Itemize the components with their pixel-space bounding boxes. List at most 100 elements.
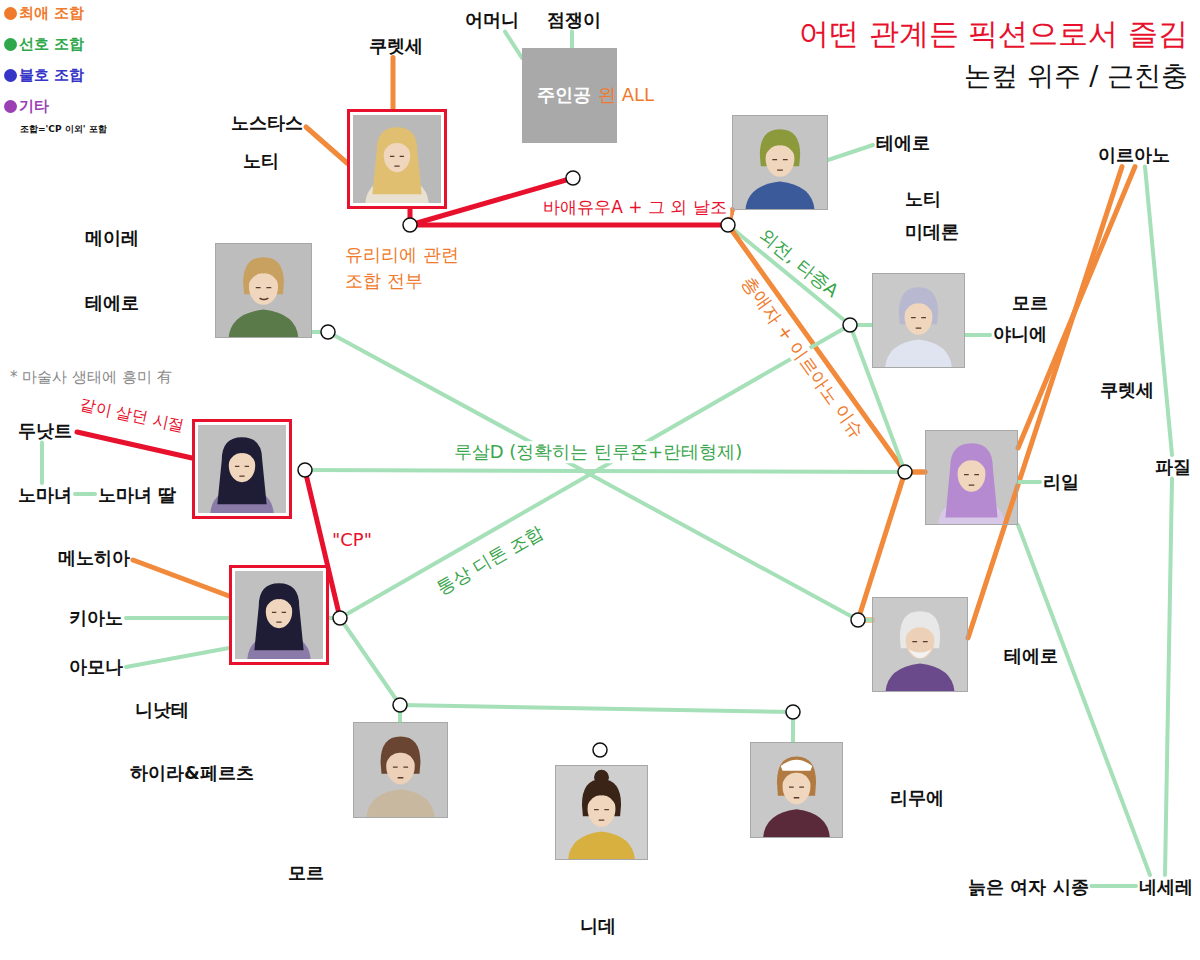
portrait-ground: [555, 765, 648, 860]
legend-swatch: [4, 7, 17, 20]
character-portrait-frame: 메이레테에로: [215, 243, 312, 338]
character-name: 모르: [1012, 292, 1048, 314]
character-name-node: 메노히아: [55, 546, 133, 570]
text-holder: 주인공: [537, 84, 591, 106]
portrait: [732, 115, 828, 210]
anchor-circle: [898, 465, 912, 479]
anchor-circle: [403, 218, 417, 232]
relation-line: [965, 333, 990, 337]
legend-text: 선호 조합: [19, 35, 84, 53]
portrait: [872, 597, 968, 692]
relation-line: [505, 32, 522, 58]
portrait-features: [594, 810, 609, 820]
portrait-beard: [908, 649, 931, 658]
portrait-hair: [372, 127, 421, 194]
portrait-clothes: [366, 789, 434, 818]
relation-line: [126, 616, 229, 620]
character-name-node: 노마녀: [15, 483, 75, 507]
character-name: 점쟁이: [547, 9, 601, 31]
character-name: 네세레: [1139, 876, 1193, 898]
portrait-ground: [872, 273, 965, 368]
relation-line: [329, 618, 400, 722]
text-holder: 루살D (정확히는 틴루죤+란테형제): [451, 441, 745, 463]
text-holder: 같이 살던 시절: [75, 394, 189, 436]
relation-line: [1018, 480, 1040, 484]
text-holder: 쿠렛세: [1100, 379, 1154, 401]
relation-line: [305, 470, 905, 472]
text-holder: 리무에: [890, 787, 944, 809]
portrait-ground: [872, 597, 968, 692]
portrait-ground: [750, 742, 843, 838]
portrait-hair: [945, 443, 997, 517]
annotation-label: 같이 살던 시절: [75, 394, 189, 436]
text-holder: 니데: [580, 915, 616, 937]
annotation-label: 조합='CP 이외' 포함: [20, 124, 107, 135]
relation-line: [850, 325, 925, 472]
anchor-circle: [566, 171, 580, 185]
character-name: 니낫테: [135, 699, 189, 721]
character-name: 노마녀 딸: [98, 484, 176, 506]
relation-line: [329, 325, 872, 618]
relation-line: [570, 32, 574, 48]
character-name: 메노히아: [58, 547, 130, 569]
relation-label: 바애유우A + 그 외 날조: [540, 197, 730, 217]
character-name-node: 이르아노: [1095, 143, 1173, 167]
portrait-hair: [385, 743, 416, 764]
text-holder: 테에로: [85, 292, 139, 314]
relation-label: 통상 디톤 조합: [430, 519, 550, 600]
text-holder: 메이레: [85, 227, 139, 249]
character-name: 테에로: [876, 132, 930, 154]
character-portrait-frame: 하이라&페르츠모르: [353, 722, 448, 818]
text-holder: 논컾 위주 / 근친충: [964, 60, 1188, 92]
anchor-circle: [721, 218, 735, 232]
text-holder: * 마술사 생태에 흥미 有: [10, 368, 172, 386]
anchor-circle: [298, 463, 312, 477]
character-name: 아모나: [69, 656, 123, 678]
character-name: 테에로: [85, 292, 139, 314]
portrait: [353, 115, 441, 203]
character-name-node: 늙은 여자 시종: [965, 875, 1092, 899]
anchor-circle: [393, 698, 407, 712]
character-name: 야니에: [993, 323, 1047, 345]
portrait: [215, 243, 312, 338]
anchor-circle: [593, 743, 607, 757]
relation-line: [312, 332, 872, 620]
relation-line: [1092, 884, 1137, 888]
character-name: 왼 ALL: [598, 84, 654, 106]
character-name: 파질: [1155, 456, 1191, 478]
portrait-clothes: [745, 182, 814, 211]
portrait-ground: [353, 115, 441, 203]
text-holder: "CP": [329, 529, 375, 551]
text-holder: 모르: [1012, 292, 1048, 314]
portrait-ground: [732, 115, 828, 210]
text-holder: 노티: [905, 188, 941, 210]
portrait-hair: [248, 264, 279, 285]
legend-swatch: [4, 69, 17, 82]
character-name: 니데: [580, 915, 616, 937]
character-name-node: 테에로: [873, 131, 933, 155]
relation-line: [306, 127, 347, 163]
portrait-clothes: [229, 310, 299, 339]
portrait: [872, 273, 965, 368]
character-portrait-frame: 테에로: [872, 597, 968, 692]
portrait-hair: [217, 437, 266, 504]
text-holder: 모르: [288, 862, 324, 884]
portrait-ground: [215, 243, 312, 338]
text-holder: 미데론: [905, 221, 959, 243]
anchor-circle: [333, 611, 347, 625]
portrait-ground: [925, 430, 1018, 525]
anchor-circle: [843, 318, 857, 332]
annotation-label: 유리리에 관련 조합 전부: [345, 242, 480, 294]
relation-line: [1145, 167, 1172, 455]
relation-line: [1018, 525, 1150, 875]
relation-line: [75, 492, 95, 496]
legend-item: 최애 조합: [4, 4, 84, 22]
portrait-hair: [905, 618, 936, 639]
portrait-clothes: [568, 832, 635, 861]
character-name: 미데론: [905, 221, 959, 243]
character-name: 노티: [905, 188, 941, 210]
character-name: 노티: [243, 150, 279, 172]
annotation-label: * 마술사 생태에 흥미 有: [10, 368, 172, 386]
portrait-ground: [198, 425, 286, 513]
character-name-node: 노마녀 딸: [95, 483, 179, 507]
